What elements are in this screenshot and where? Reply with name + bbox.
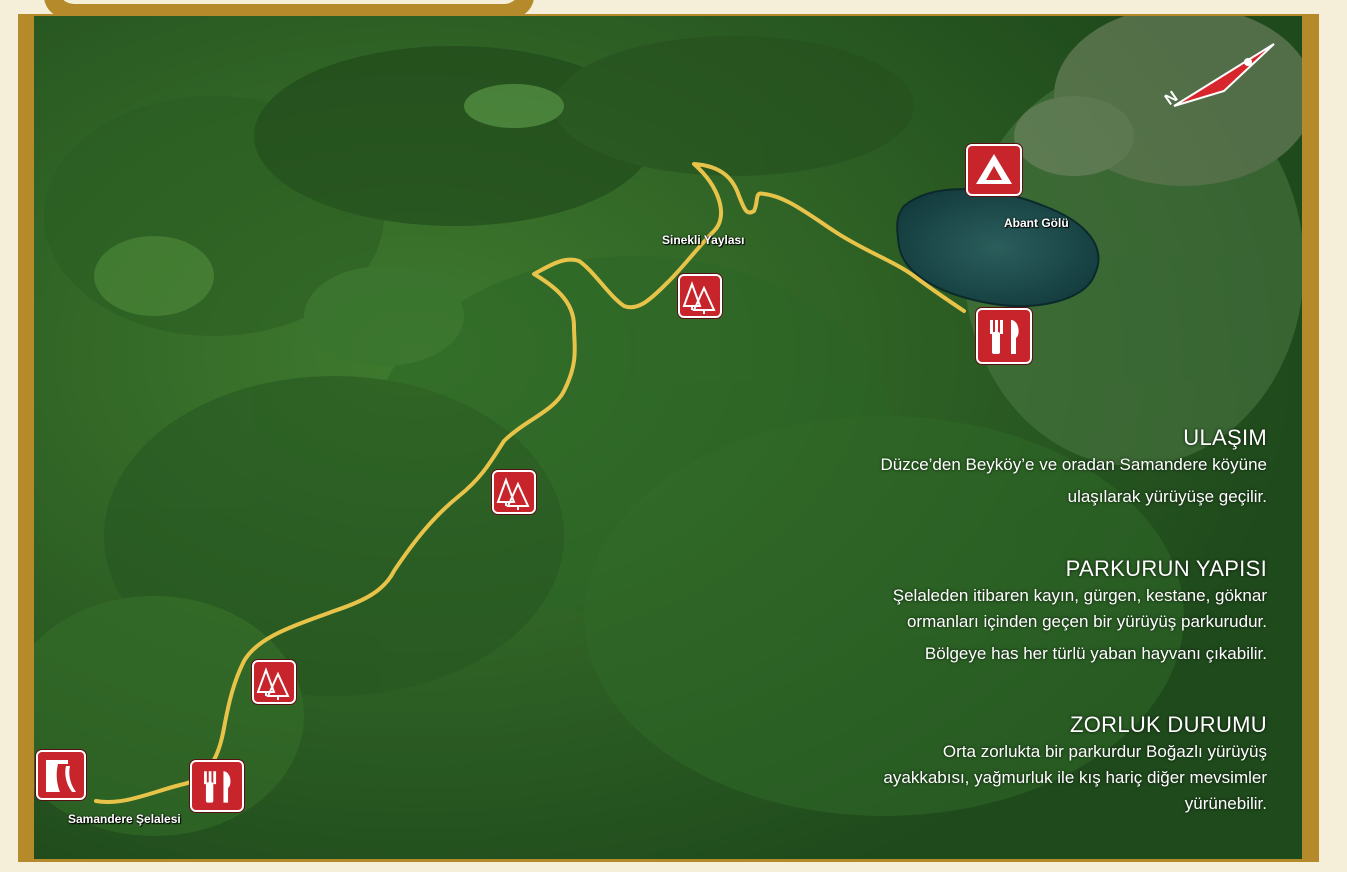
compass-north: N	[1162, 36, 1284, 116]
restaurant-icon[interactable]	[976, 308, 1032, 364]
satellite-map[interactable]: Sinekli Yaylası Abant Gölü Samandere Şel…	[34, 16, 1302, 859]
forest-texture	[34, 16, 1302, 836]
transport-heading: ULAŞIM	[1183, 425, 1267, 450]
header-tab	[44, 0, 534, 18]
place-label-sinekli: Sinekli Yaylası	[662, 233, 745, 247]
forest-icon[interactable]	[252, 660, 296, 704]
structure-line-1: Şelaleden itibaren kayın, gürgen, kestan…	[892, 586, 1267, 605]
difficulty-line-3: yürünebilir.	[1184, 794, 1267, 813]
restaurant-icon[interactable]	[190, 760, 244, 812]
info-structure: PARKURUN YAPISI Şelaleden itibaren kayın…	[893, 555, 1267, 667]
map-canvas	[34, 16, 1302, 859]
waterfall-icon[interactable]	[36, 750, 86, 800]
transport-line-1: Düzce’den Beyköy’e ve oradan Samandere k…	[880, 455, 1267, 474]
header-tab-inner	[58, 0, 520, 4]
place-label-abant: Abant Gölü	[1004, 216, 1069, 230]
transport-line-2: ulaşılarak yürüyüşe geçilir.	[1067, 487, 1267, 506]
info-transport: ULAŞIM Düzce’den Beyköy’e ve oradan Sama…	[880, 424, 1267, 510]
forest-icon[interactable]	[492, 470, 536, 514]
camping-icon[interactable]	[966, 144, 1022, 196]
difficulty-line-2: ayakkabısı, yağmurluk ile kış hariç diğe…	[883, 768, 1267, 787]
difficulty-heading: ZORLUK DURUMU	[1069, 712, 1267, 737]
info-difficulty: ZORLUK DURUMU Orta zorlukta bir parkurdu…	[883, 711, 1267, 817]
structure-line-3: Bölgeye has her türlü yaban hayvanı çıka…	[924, 644, 1267, 663]
structure-heading: PARKURUN YAPISI	[1065, 556, 1267, 581]
place-label-samandere: Samandere Şelalesi	[68, 812, 181, 826]
difficulty-line-1: Orta zorlukta bir parkurdur Boğazlı yürü…	[942, 742, 1267, 761]
hiking-route	[94, 162, 966, 804]
forest-icon[interactable]	[678, 274, 722, 318]
structure-line-2: ormanları içinden geçen bir yürüyüş park…	[906, 612, 1267, 631]
